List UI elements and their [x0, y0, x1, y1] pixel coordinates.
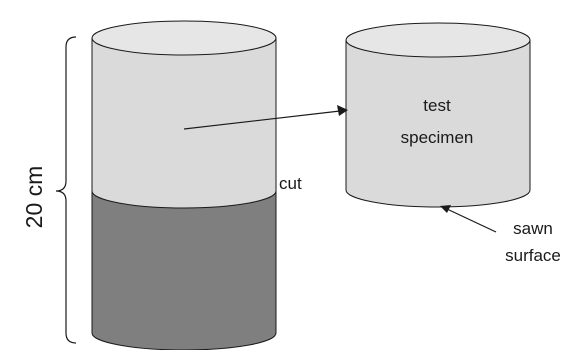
cut-label: cut: [279, 174, 302, 193]
sawn-label-line2: surface: [505, 246, 561, 265]
specimen-body: [345, 39, 531, 208]
specimen-label-line2: specimen: [401, 128, 474, 147]
specimen-label-line1: test: [423, 96, 451, 115]
core-cylinder: [91, 20, 277, 350]
height-label: 20 cm: [21, 166, 47, 229]
height-brace: [55, 36, 77, 344]
core-top-face: [91, 20, 277, 56]
transfer-arrow: [183, 105, 348, 130]
core-upper-section: [91, 37, 277, 209]
specimen-cylinder: [345, 22, 531, 208]
specimen-top-face: [345, 22, 531, 58]
sawn-label-line1: sawn: [513, 219, 553, 238]
core-lower-section: [91, 190, 277, 350]
sawn-surface-arrow: [440, 205, 497, 233]
